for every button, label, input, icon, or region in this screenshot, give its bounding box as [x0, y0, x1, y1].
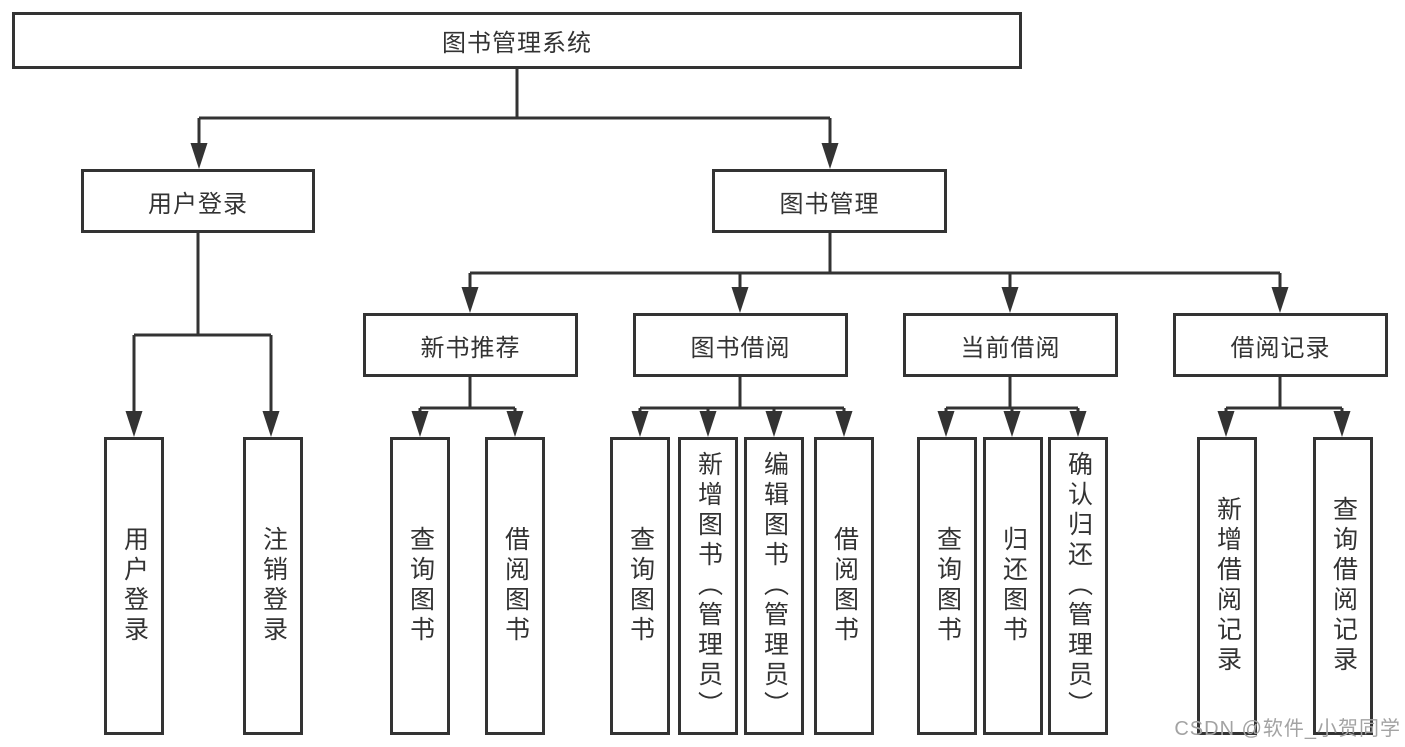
node-current-borrow: 当前借阅 — [903, 313, 1118, 377]
leaf-query-borrow-record: 查询借阅记录 — [1313, 437, 1373, 735]
leaf-query-books: 查询图书 — [917, 437, 977, 735]
leaf-logout: 注销登录 — [243, 437, 303, 735]
leaf-label: 查询图书 — [933, 526, 962, 646]
node-label: 用户登录 — [148, 190, 248, 218]
leaf-borrow-books: 借阅图书 — [814, 437, 874, 735]
node-borrow-records: 借阅记录 — [1173, 313, 1388, 377]
node-label: 图书管理 — [779, 190, 880, 218]
node-library-management-system: 图书管理系统 — [12, 12, 1022, 69]
leaf-label: 借阅图书 — [830, 526, 859, 646]
leaf-label: 新增借阅记录 — [1213, 496, 1242, 676]
leaf-label: 查询图书 — [626, 526, 655, 646]
arrowheads — [125, 143, 1351, 437]
leaf-borrow-books: 借阅图书 — [485, 437, 545, 735]
leaf-user-login: 用户登录 — [104, 437, 164, 735]
node-user-login: 用户登录 — [81, 169, 315, 233]
leaf-label: 查询借阅记录 — [1329, 496, 1358, 676]
node-label: 当前借阅 — [960, 334, 1061, 362]
node-label: 图书管理系统 — [442, 30, 592, 57]
leaf-label: 借阅图书 — [501, 526, 530, 646]
leaf-label: 查询图书 — [406, 526, 435, 646]
leaf-query-books: 查询图书 — [610, 437, 670, 735]
leaf-label: 编辑图书（管理员） — [760, 451, 789, 721]
leaf-label: 确认归还（管理员） — [1064, 451, 1093, 721]
leaf-label: 新增图书（管理员） — [694, 451, 723, 721]
leaf-label: 注销登录 — [259, 526, 288, 646]
connector-paths — [132, 68, 1344, 412]
node-book-borrow: 图书借阅 — [633, 313, 848, 377]
leaf-add-borrow-record: 新增借阅记录 — [1197, 437, 1257, 735]
leaf-return-books: 归还图书 — [983, 437, 1043, 735]
leaf-add-books-admin: 新增图书（管理员） — [678, 437, 738, 735]
leaf-label: 归还图书 — [999, 526, 1028, 646]
leaf-confirm-return-admin: 确认归还（管理员） — [1048, 437, 1108, 735]
node-book-management: 图书管理 — [712, 169, 947, 233]
node-new-book-recommend: 新书推荐 — [363, 313, 578, 377]
node-label: 新书推荐 — [420, 334, 521, 362]
node-label: 图书借阅 — [690, 334, 791, 362]
leaf-edit-books-admin: 编辑图书（管理员） — [744, 437, 804, 735]
leaf-query-books: 查询图书 — [390, 437, 450, 735]
leaf-label: 用户登录 — [120, 526, 149, 646]
node-label: 借阅记录 — [1230, 334, 1331, 362]
